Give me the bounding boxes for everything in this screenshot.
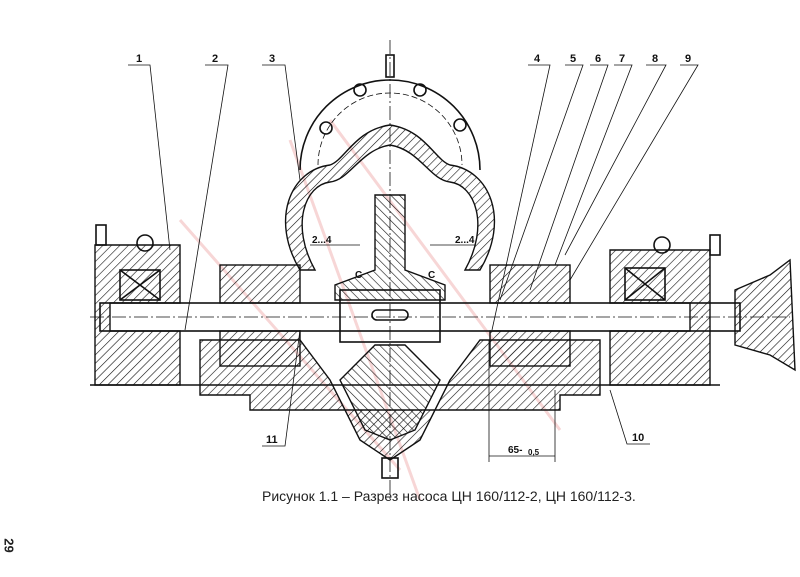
left-bearing-housing — [94, 224, 181, 386]
right-bearing-housing — [609, 234, 721, 386]
part-label-11: 11 — [266, 434, 278, 446]
dimension-gap-right: 2...4 — [455, 235, 475, 246]
part-label-3: 3 — [269, 53, 275, 65]
part-label-5: 5 — [570, 53, 576, 65]
dimension-gap-left: 2...4 — [312, 235, 332, 246]
coupling-half — [734, 258, 796, 372]
seal-assemblies — [219, 264, 571, 367]
part-label-4: 4 — [534, 53, 541, 65]
page-number: 29 — [1, 538, 17, 553]
volute-casing — [284, 124, 496, 271]
clearance-left: С — [355, 270, 362, 281]
part-label-1: 1 — [136, 53, 142, 65]
part-label-2: 2 — [212, 53, 218, 65]
part-label-8: 8 — [652, 53, 658, 65]
part-label-6: 6 — [595, 53, 601, 65]
figure-caption: Рисунок 1.1 – Разрез насоса ЦН 160/112-2… — [262, 488, 636, 504]
part-label-7: 7 — [619, 53, 625, 65]
dimension-length-tolerance: 0,5 — [528, 448, 540, 457]
dimension-length: 65- — [508, 445, 522, 456]
part-label-10: 10 — [632, 432, 644, 444]
leader-lines — [128, 64, 699, 447]
clearance-right: С — [428, 270, 435, 281]
part-label-9: 9 — [685, 53, 691, 65]
